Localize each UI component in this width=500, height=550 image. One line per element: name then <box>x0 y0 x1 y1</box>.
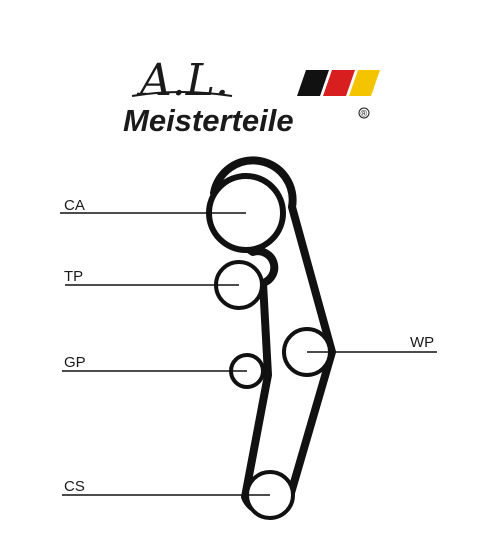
component-labels: CA TP GP WP CS <box>64 197 434 495</box>
flag-stripe-gold <box>349 70 380 96</box>
flag-stripe-black <box>297 70 329 96</box>
logo-wordmark: Meisterteile <box>123 103 294 138</box>
leader-lines <box>60 212 437 496</box>
registered-mark: ® <box>361 109 368 119</box>
cs-label: CS <box>64 478 85 495</box>
logo-script-text: A.L. <box>136 55 229 106</box>
ca-label: CA <box>64 197 85 214</box>
flag-stripes-icon <box>297 70 380 96</box>
brand-logo: A.L. Meisterteile ® <box>123 55 380 138</box>
registered-mark-icon <box>358 107 370 119</box>
tp-label: TP <box>64 268 83 285</box>
gp-label: GP <box>64 354 86 371</box>
flag-stripe-red <box>323 70 355 96</box>
logo-underline <box>131 91 233 97</box>
wp-label: WP <box>410 334 434 351</box>
